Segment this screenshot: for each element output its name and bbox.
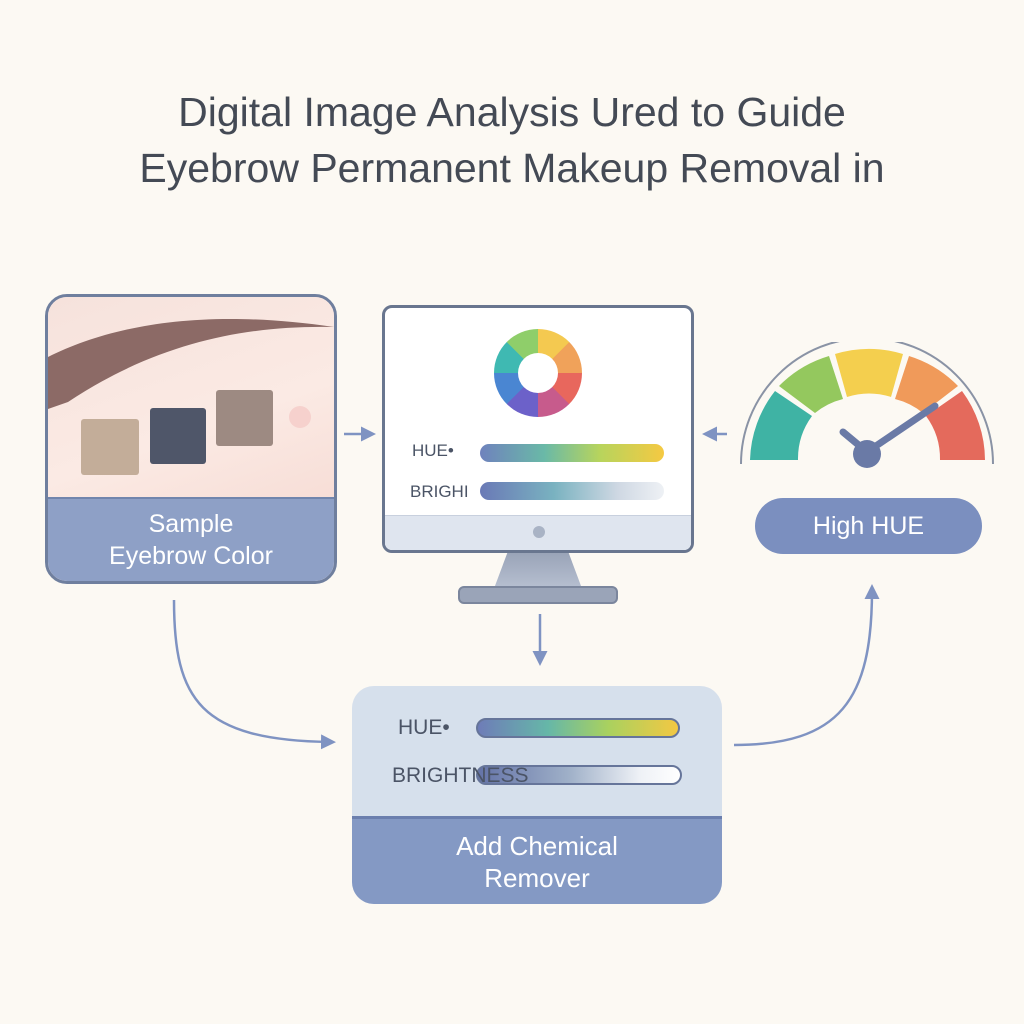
chemical-label-line-1: Add Chemical: [456, 830, 618, 861]
eyebrow-illustration: [48, 318, 334, 428]
power-dot: [533, 526, 545, 538]
chemical-hue-label: HUE•: [398, 716, 450, 739]
chemical-hue-bar: [476, 718, 680, 738]
title-line-1: Digital Image Analysis Ured to Guide: [178, 89, 846, 135]
monitor-chin: [385, 515, 691, 550]
chemical-brightness-label: BRIGHTNESS: [392, 764, 529, 787]
sample-card-label: Sample Eyebrow Color: [48, 497, 334, 581]
sample-label-line-2: Eyebrow Color: [109, 542, 273, 570]
gauge-segment-4: [895, 356, 958, 413]
monitor-hue-bar: [480, 444, 664, 462]
monitor-brightness-bar: [480, 482, 664, 500]
gauge-segment-3: [835, 348, 903, 397]
gauge-segment-1: [750, 391, 812, 460]
gauge-segment-2: [779, 356, 843, 413]
sample-eyebrow-card: Sample Eyebrow Color: [45, 294, 337, 584]
arrow-sample-to-chemical: [172, 599, 336, 750]
swatch-mauve-brown: [216, 390, 273, 446]
gauge-needle: [863, 402, 939, 456]
color-wheel-icon: [494, 329, 582, 417]
high-hue-label: High HUE: [812, 511, 925, 540]
monitor-stand-base: [458, 586, 618, 604]
hue-gauge: [740, 342, 994, 468]
sample-label-line-1: Sample: [148, 510, 234, 538]
monitor-stand-neck: [493, 553, 583, 589]
chemical-label-line-2: Remover: [484, 862, 590, 893]
chemical-card-label: Add Chemical Remover: [352, 816, 722, 904]
gauge-hub: [853, 440, 881, 468]
monitor-brightness-label: BRIGHI: [410, 482, 469, 501]
title-line-2: Eyebrow Permanent Makeup Removal in: [139, 145, 885, 191]
gauge-segment-5: [926, 391, 985, 460]
chemical-brightness-bar: [476, 765, 682, 785]
high-hue-badge: High HUE: [755, 498, 982, 554]
swatch-slate: [150, 408, 206, 464]
swatch-light-taupe: [81, 419, 139, 475]
arrow-chemical-to-gauge: [733, 584, 880, 747]
monitor-hue-label: HUE•: [412, 441, 454, 460]
page-title: Digital Image Analysis Ured to Guide Eye…: [0, 84, 1024, 196]
